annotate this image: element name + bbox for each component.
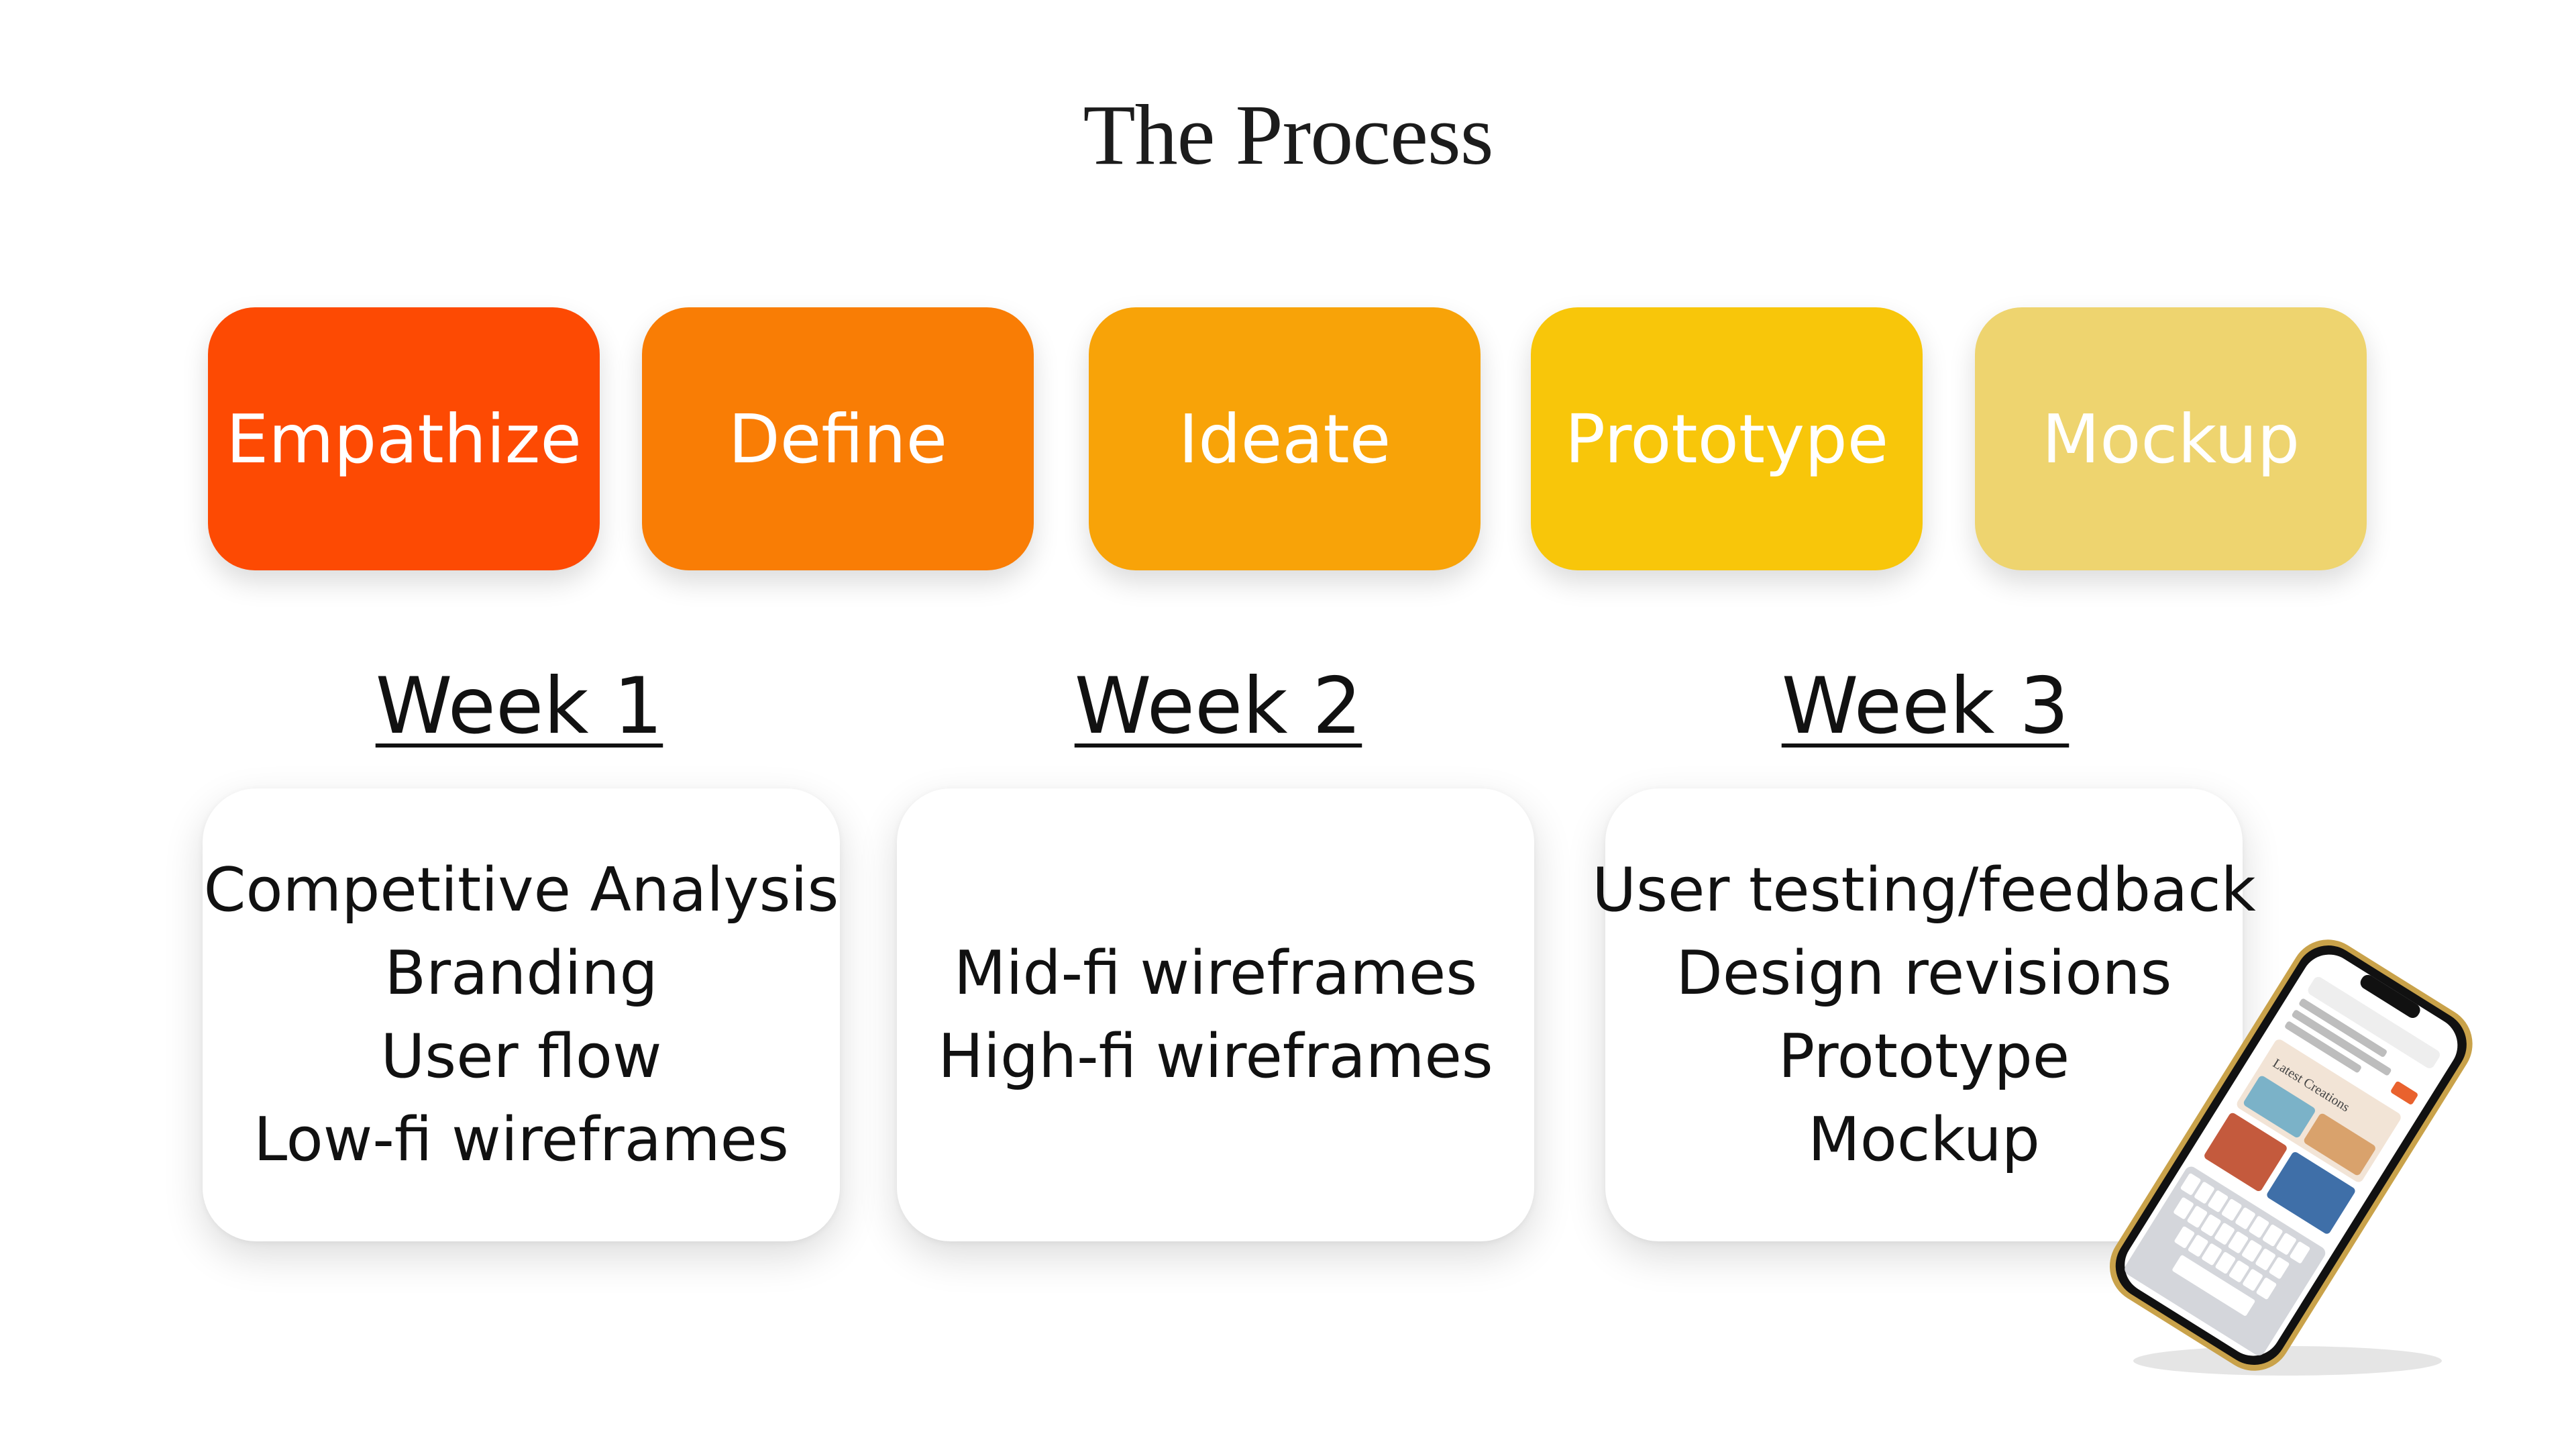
stage-define: Define (642, 307, 1034, 570)
stage-label: Empathize (226, 399, 582, 478)
task-item: Mid-fi wireframes (953, 937, 1478, 1009)
stage-label: Ideate (1178, 399, 1391, 478)
stage-prototype: Prototype (1531, 307, 1923, 570)
stage-label: Prototype (1564, 399, 1889, 478)
week-2-card: Mid-fi wireframes High-fi wireframes (897, 788, 1534, 1241)
task-item: Low-fi wireframes (254, 1104, 789, 1175)
task-item: Branding (384, 937, 658, 1009)
task-item: User flow (380, 1021, 662, 1092)
week-3-card: User testing/feedback Design revisions P… (1592, 788, 2256, 1241)
task-item: Design revisions (1676, 937, 2172, 1009)
task-item: User testing/feedback (1592, 854, 2256, 925)
task-item: Competitive Analysis (203, 854, 839, 925)
week-1-heading: Week 1 (375, 661, 663, 752)
task-item: Prototype (1778, 1021, 2070, 1092)
stage-mockup: Mockup (1975, 307, 2367, 570)
phone-illustration: Latest Creations (2109, 939, 2473, 1376)
week-1-card: Competitive Analysis Branding User flow … (203, 788, 840, 1241)
task-item: High-fi wireframes (938, 1021, 1493, 1092)
page-title: The Process (1083, 87, 1493, 183)
week-3-heading: Week 3 (1781, 661, 2070, 752)
week-2-heading: Week 2 (1074, 661, 1362, 752)
stage-label: Mockup (2041, 399, 2300, 478)
task-item: Mockup (1808, 1104, 2040, 1175)
stage-empathize: Empathize (208, 307, 600, 570)
stage-ideate: Ideate (1089, 307, 1481, 570)
stage-label: Define (728, 399, 948, 478)
phone-mockup-image: Latest Creations (2053, 913, 2522, 1409)
